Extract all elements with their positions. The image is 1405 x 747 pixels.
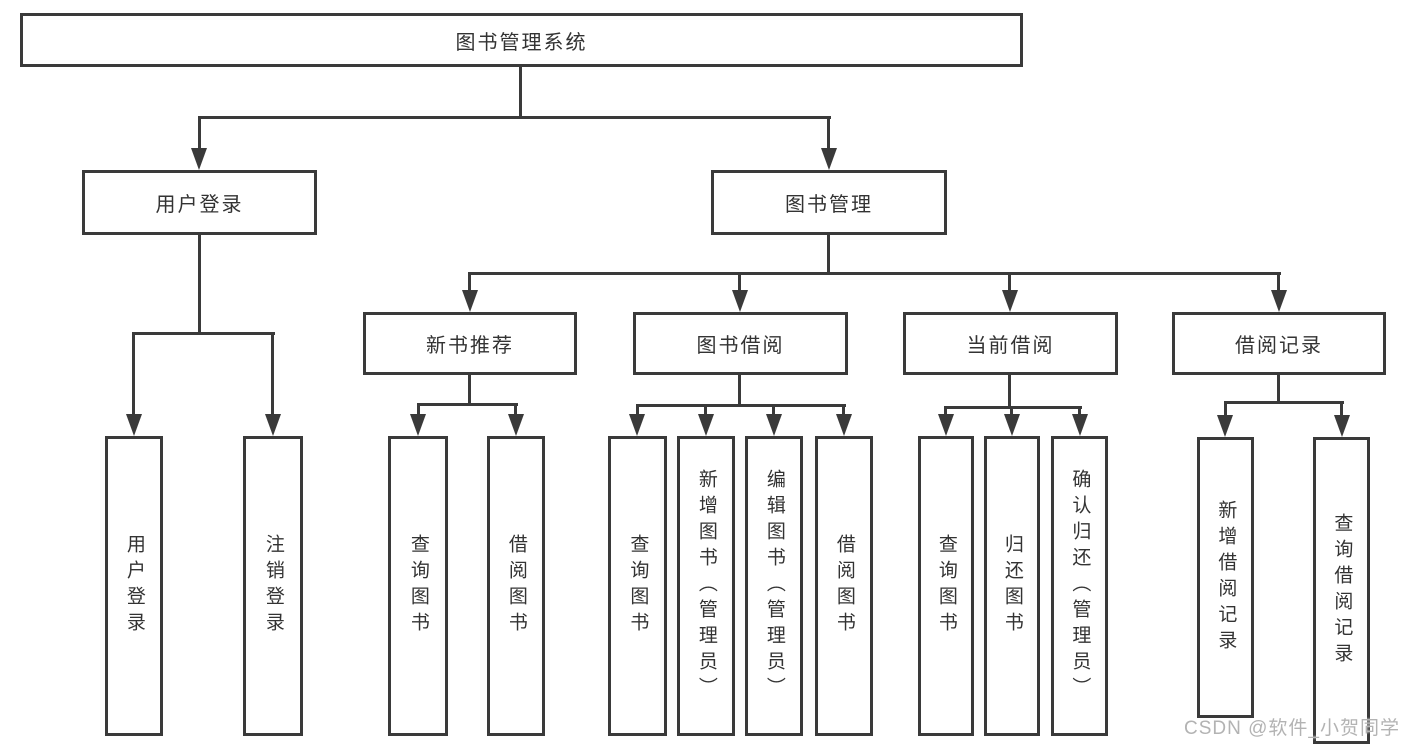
arrow-down-icon [410, 414, 426, 436]
leaf-label: 新增图书（管理员） [695, 469, 717, 703]
connector-drop [514, 403, 517, 416]
arrow-down-icon [191, 148, 207, 170]
arrow-down-icon [508, 414, 524, 436]
connector-root-stem [519, 66, 522, 118]
arrow-down-icon [1217, 415, 1233, 437]
connector-bar [944, 406, 1082, 409]
leaf-label: 确认归还（管理员） [1069, 469, 1091, 703]
connector-drop [772, 404, 775, 416]
arrow-down-icon [836, 414, 852, 436]
arrow-down-icon [462, 290, 478, 312]
connector-stem [198, 235, 201, 335]
connector-drop [271, 332, 274, 414]
connector-stem [827, 235, 830, 275]
arrow-down-icon [265, 414, 281, 436]
leaf-query-books-recommend: 查询图书 [388, 436, 448, 736]
leaf-query-books-borrow: 查询图书 [608, 436, 667, 736]
connector-stem [1008, 375, 1011, 408]
connector-root-bar [198, 116, 831, 119]
leaf-query-books-current: 查询图书 [918, 436, 974, 736]
node-book-mgmt-group: 图书管理 [711, 170, 947, 235]
connector-drop [468, 272, 471, 292]
leaf-add-books-admin: 新增图书（管理员） [677, 436, 735, 736]
connector-drop [1078, 406, 1081, 416]
connector-drop [417, 403, 420, 416]
connector-bar [1224, 401, 1344, 404]
arrow-down-icon [629, 414, 645, 436]
arrow-down-icon [732, 290, 748, 312]
node-root: 图书管理系统 [20, 13, 1023, 67]
arrow-down-icon [938, 414, 954, 436]
connector-drop [1340, 401, 1343, 416]
connector-stem [738, 375, 741, 406]
node-borrow-records-label: 借阅记录 [1235, 335, 1323, 357]
leaf-label: 编辑图书（管理员） [763, 469, 785, 703]
connector-stem [1277, 375, 1280, 404]
connector-drop [738, 272, 741, 292]
connector-bar [417, 403, 518, 406]
leaf-label: 查询借阅记录 [1331, 512, 1353, 669]
leaf-label: 查询图书 [407, 534, 429, 638]
arrow-down-icon [1004, 414, 1020, 436]
node-new-book-recommend: 新书推荐 [363, 312, 577, 375]
connector-drop [704, 404, 707, 416]
leaf-borrow-books: 借阅图书 [815, 436, 873, 736]
arrow-down-icon [766, 414, 782, 436]
connector-drop [1224, 401, 1227, 416]
node-root-label: 图书管理系统 [455, 31, 588, 54]
arrow-down-icon [1002, 290, 1018, 312]
connector-drop [1277, 272, 1280, 292]
arrow-down-icon [1334, 415, 1350, 437]
node-new-book-recommend-label: 新书推荐 [426, 335, 514, 357]
connector-drop [1010, 406, 1013, 416]
arrow-down-icon [698, 414, 714, 436]
connector-drop [827, 116, 830, 150]
leaf-label: 查询图书 [935, 534, 957, 638]
node-borrow-records: 借阅记录 [1172, 312, 1386, 375]
leaf-return-books: 归还图书 [984, 436, 1040, 736]
node-current-borrow-label: 当前借阅 [966, 335, 1055, 357]
arrow-down-icon [1271, 290, 1287, 312]
connector-stem [468, 375, 471, 406]
leaf-add-borrow-record: 新增借阅记录 [1197, 437, 1254, 718]
connector-bar [468, 272, 1281, 275]
leaf-label: 借阅图书 [833, 534, 855, 638]
connector-bar [132, 332, 275, 335]
leaf-query-borrow-record: 查询借阅记录 [1313, 437, 1370, 744]
arrow-down-icon [1072, 414, 1088, 436]
leaf-logout: 注销登录 [243, 436, 303, 736]
node-user-login-group: 用户登录 [82, 170, 317, 235]
connector-drop [636, 404, 639, 416]
connector-drop [132, 332, 135, 414]
node-book-mgmt-label: 图书管理 [785, 194, 873, 216]
node-book-borrow-label: 图书借阅 [696, 335, 785, 357]
leaf-user-login-label: 用户登录 [123, 534, 145, 638]
leaf-label: 归还图书 [1001, 534, 1023, 638]
connector-drop [1008, 272, 1011, 292]
connector-drop [842, 404, 845, 416]
connector-bar [636, 404, 846, 407]
leaf-user-login: 用户登录 [105, 436, 163, 736]
connector-drop [198, 116, 201, 150]
arrow-down-icon [821, 148, 837, 170]
node-current-borrow: 当前借阅 [903, 312, 1118, 375]
node-user-login-label: 用户登录 [155, 194, 244, 216]
arrow-down-icon [126, 414, 142, 436]
leaf-label: 借阅图书 [505, 534, 527, 638]
leaf-edit-books-admin: 编辑图书（管理员） [745, 436, 803, 736]
leaf-label: 查询图书 [627, 534, 649, 638]
leaf-confirm-return-admin: 确认归还（管理员） [1051, 436, 1108, 736]
leaf-logout-label: 注销登录 [262, 534, 284, 638]
connector-drop [944, 406, 947, 416]
leaf-borrow-books-recommend: 借阅图书 [487, 436, 545, 736]
leaf-label: 新增借阅记录 [1215, 499, 1237, 656]
csdn-watermark: CSDN @软件_小贺同学 [1184, 718, 1400, 739]
node-book-borrow: 图书借阅 [633, 312, 848, 375]
